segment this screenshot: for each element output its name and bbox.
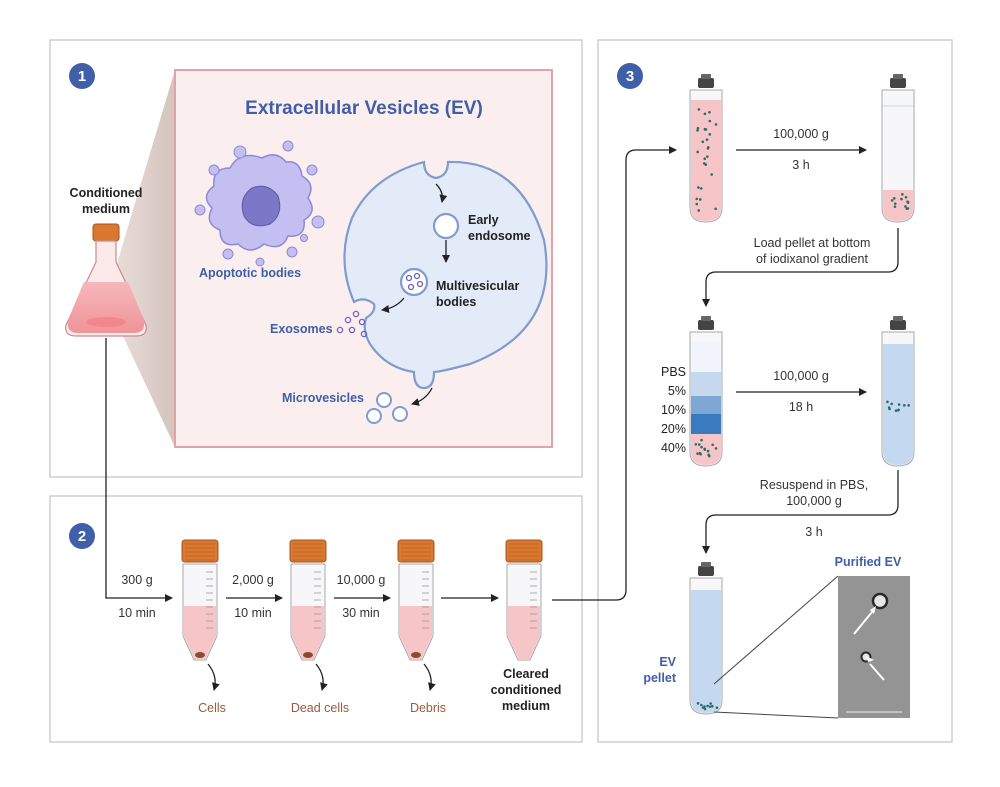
mvb-to-exosome-arrow [381, 297, 405, 313]
cleared-label-3: medium [502, 699, 550, 713]
mvb-label-2: bodies [436, 295, 476, 309]
spin2-force: 100,000 g [773, 369, 829, 383]
apoptotic-bodies-label: Apoptotic bodies [199, 266, 301, 280]
uc-tube-separated [881, 316, 915, 467]
svg-text:2: 2 [78, 528, 86, 545]
inset-connector-bottom [713, 711, 839, 719]
cleared-label-1: Cleared [503, 667, 549, 681]
em-micrograph [838, 576, 910, 718]
apoptotic-body-icon [194, 140, 325, 267]
resuspend-label-2: 100,000 g [786, 494, 842, 508]
conical-tube-2 [289, 539, 327, 661]
waste1-arrow [207, 663, 220, 691]
cleared-label-2: conditioned [491, 683, 562, 697]
panel-2-number: 2 [69, 523, 95, 549]
conical-tube-1 [181, 539, 219, 661]
svg-text:3: 3 [626, 68, 634, 85]
mvb-icon [399, 267, 429, 297]
step3-time: 30 min [342, 606, 380, 620]
step2-time: 10 min [234, 606, 272, 620]
spin1-force: 100,000 g [773, 127, 829, 141]
to-ultracentrifuge-arrow [552, 146, 677, 601]
early-endosome-icon [432, 212, 460, 240]
uc-tube-ev-pellet [689, 562, 723, 715]
resuspend-label-3: 3 h [805, 525, 822, 539]
exosomes-icon [336, 310, 368, 338]
exosomes-label: Exosomes [270, 322, 333, 336]
step2-force: 2,000 g [232, 573, 274, 587]
conical-tube-4 [505, 539, 543, 661]
resuspend-arrow [702, 470, 899, 554]
gradient-pbs: PBS [661, 365, 686, 379]
zoom-wedge [106, 70, 175, 447]
waste3-label: Debris [410, 701, 446, 715]
budding-arrow [411, 387, 433, 406]
inset-connector-top [713, 575, 839, 685]
step1-time: 10 min [118, 606, 156, 620]
gradient-labels: PBS 5% 10% 20% 40% [661, 365, 686, 455]
resuspend-label-1: Resuspend in PBS, [760, 478, 868, 492]
conical-tubes [181, 539, 543, 661]
flask-label-1: Conditioned [70, 186, 143, 200]
waste3-arrow [423, 663, 436, 691]
ev-pellet-label-2: pellet [643, 671, 676, 685]
early-endosome-label-2: endosome [468, 229, 531, 243]
panel-3-number: 3 [617, 63, 643, 89]
gradient-5: 5% [668, 384, 686, 398]
spin1-time: 3 h [792, 158, 809, 172]
flask-to-tube-arrow [105, 338, 173, 602]
waste2-arrow [315, 663, 328, 691]
flask-icon [65, 223, 147, 337]
gradient-20: 20% [661, 422, 686, 436]
purified-ev-label: Purified EV [835, 555, 902, 569]
endocytosis-arrow [435, 183, 448, 203]
flask-label-2: medium [82, 202, 130, 216]
panel-1-number: 1 [69, 63, 95, 89]
ev-pellet-label-1: EV [659, 655, 676, 669]
step3-force: 10,000 g [337, 573, 386, 587]
gradient-10: 10% [661, 403, 686, 417]
gradient-40: 40% [661, 441, 686, 455]
early-endosome-label-1: Early [468, 213, 499, 227]
step1-force: 300 g [121, 573, 152, 587]
cell-icon [343, 160, 548, 390]
waste1-label: Cells [198, 701, 226, 715]
svg-text:1: 1 [78, 68, 86, 85]
microvesicles-label: Microvesicles [282, 391, 364, 405]
waste2-label: Dead cells [291, 701, 349, 715]
spin2-time: 18 h [789, 400, 813, 414]
ev-title: Extracellular Vesicles (EV) [245, 98, 483, 119]
load-label-1: Load pellet at bottom [754, 236, 871, 250]
uc-tube-pellet [881, 74, 915, 223]
load-arrow [702, 228, 899, 307]
uc-tube-gradient [689, 316, 723, 467]
conical-tube-3 [397, 539, 435, 661]
mvb-label-1: Multivesicular [436, 279, 519, 293]
uc-tube-conditioned [689, 74, 723, 223]
load-label-2: of iodixanol gradient [756, 252, 868, 266]
ultracentrifuge-tubes [689, 74, 915, 715]
microvesicles-icon [366, 392, 408, 424]
